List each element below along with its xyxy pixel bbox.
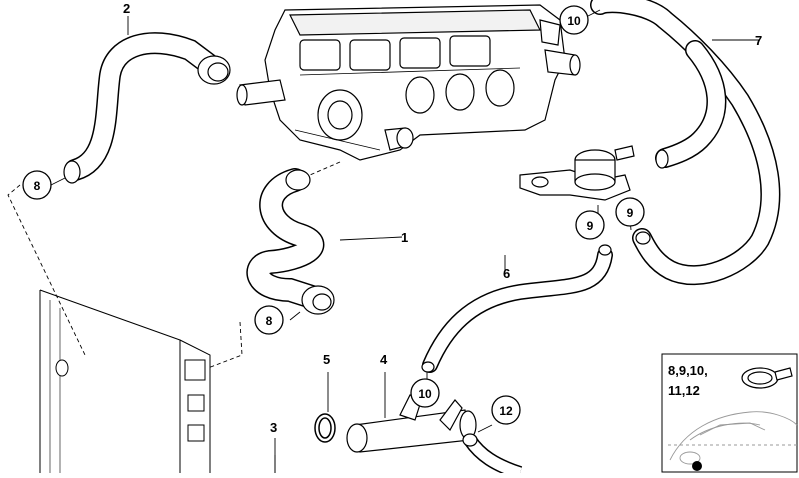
- callout-8-bottom-label: 8: [266, 314, 273, 328]
- callout-1: 1: [401, 230, 408, 245]
- circled-callout-9-right: 9: [615, 197, 645, 227]
- circled-callout-10-bottom: 10: [410, 378, 440, 408]
- hose-2: [64, 32, 221, 181]
- callout-4: 4: [380, 352, 388, 367]
- hose-12-end: [462, 433, 478, 447]
- callout-7: 7: [755, 33, 762, 48]
- seal-ring-5: [314, 413, 336, 443]
- callout-10-bottom-label: 10: [418, 387, 432, 401]
- car-silhouette-icon: [668, 411, 798, 465]
- hose-1-fittings: [285, 169, 335, 315]
- hose-7: [590, 0, 781, 286]
- callout-8-top-label: 8: [34, 179, 41, 193]
- hose-12: [464, 435, 523, 478]
- callout-12-label: 12: [499, 404, 513, 418]
- hose-7-ends: [635, 149, 669, 245]
- circled-callout-9-left: 9: [575, 210, 605, 240]
- hose-clamp-icon: [741, 367, 793, 389]
- callout-2: 2: [123, 1, 130, 16]
- hose-2-fitting: [63, 55, 231, 184]
- legend-box: 8,9,10, 11,12: [661, 353, 798, 473]
- callout-9-right-label: 9: [627, 206, 634, 220]
- hose-1: [246, 168, 327, 310]
- pipe-4: [346, 394, 477, 453]
- callout-3: 3: [270, 420, 277, 435]
- callout-6: 6: [503, 266, 510, 281]
- legend-line-2: 11,12: [668, 383, 700, 398]
- legend-line-1: 8,9,10,: [668, 363, 708, 378]
- radiator: [39, 289, 211, 473]
- circled-callout-12: 12: [491, 395, 521, 425]
- callout-9-left-label: 9: [587, 219, 594, 233]
- circled-callout-10-top: 10: [559, 5, 589, 35]
- valve-bracket: [519, 145, 635, 201]
- callout-5: 5: [323, 352, 330, 367]
- circled-callout-8-bottom: 8: [254, 305, 284, 335]
- circled-callout-8-top: 8: [22, 170, 52, 200]
- engine-cylinder-head: [236, 4, 581, 161]
- callout-10-top-label: 10: [567, 14, 581, 28]
- hose-6: [422, 247, 613, 373]
- location-marker-icon: [692, 461, 702, 471]
- hose-6-ends: [421, 244, 612, 373]
